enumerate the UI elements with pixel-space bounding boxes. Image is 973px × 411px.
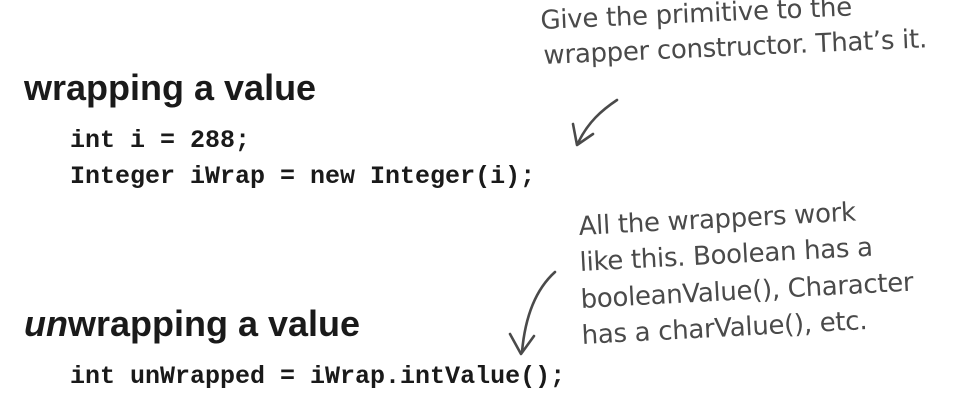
unwrap-arrow-icon (508, 270, 557, 356)
unwrap-note-line-1: All the wrappers work (577, 197, 857, 242)
code-line-int-i: int i = 288; (70, 126, 251, 155)
code-line-unwrapped: int unWrapped = iWrap.intValue(); (70, 362, 566, 391)
unwrap-note-line-2: like this. Boolean has a (578, 232, 874, 278)
wrapping-heading: wrapping a value (24, 67, 317, 108)
unwrap-note-line-4: has a charValue(), etc. (580, 306, 868, 351)
wrap-arrow-icon (571, 98, 619, 147)
unwrapping-heading-emphasis: un (24, 303, 68, 344)
code-line-integer-iwrap: Integer iWrap = new Integer(i); (70, 162, 536, 191)
unwrapping-heading: unwrapping a value (24, 306, 360, 342)
unwrapping-heading-rest: wrapping a value (67, 303, 361, 344)
